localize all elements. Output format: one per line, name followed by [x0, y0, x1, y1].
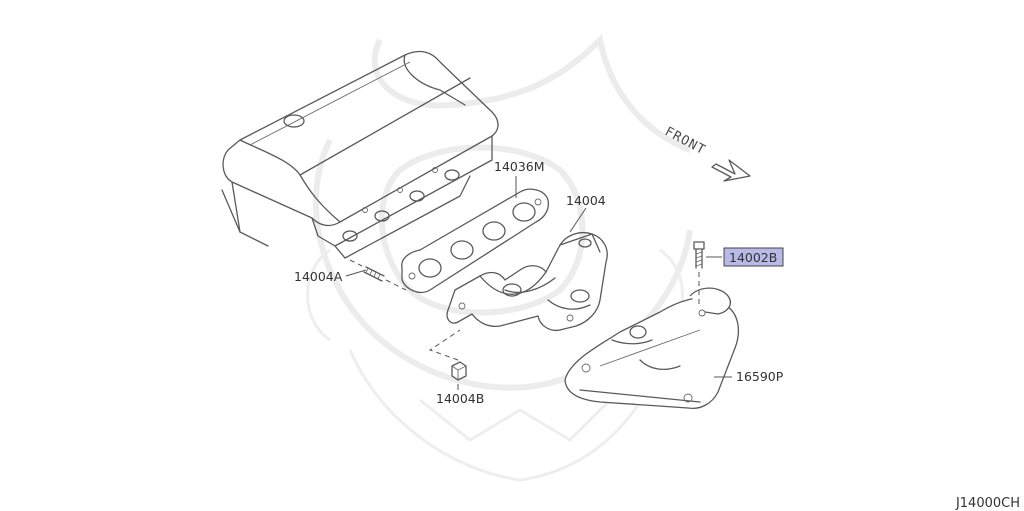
front-arrow: FRONT: [662, 124, 751, 182]
highlight-box: [723, 247, 784, 267]
label-manifold[interactable]: 14004: [566, 193, 606, 208]
label-nut[interactable]: 14004B: [436, 391, 484, 406]
leader-lines: [345, 176, 732, 390]
nut: [428, 329, 467, 381]
part-labels: 14036M 14004 14004A 14004B 14002B 16590P: [294, 159, 784, 406]
heat-shield: [564, 287, 739, 410]
label-gasket[interactable]: 14036M: [494, 159, 545, 174]
label-bolt[interactable]: 14002B: [729, 250, 777, 265]
diagram-code: J14000CH: [955, 496, 1020, 511]
exhaust-manifold: [446, 231, 608, 332]
manifold-gasket: [401, 188, 550, 294]
stud: [349, 259, 407, 291]
watermark-emblem: [306, 33, 693, 482]
front-arrow-icon: [711, 159, 751, 182]
bolt: [693, 241, 705, 305]
engine-cylinder-head: [221, 50, 499, 259]
label-heat-shield[interactable]: 16590P: [736, 369, 784, 384]
label-stud[interactable]: 14004A: [294, 269, 343, 284]
